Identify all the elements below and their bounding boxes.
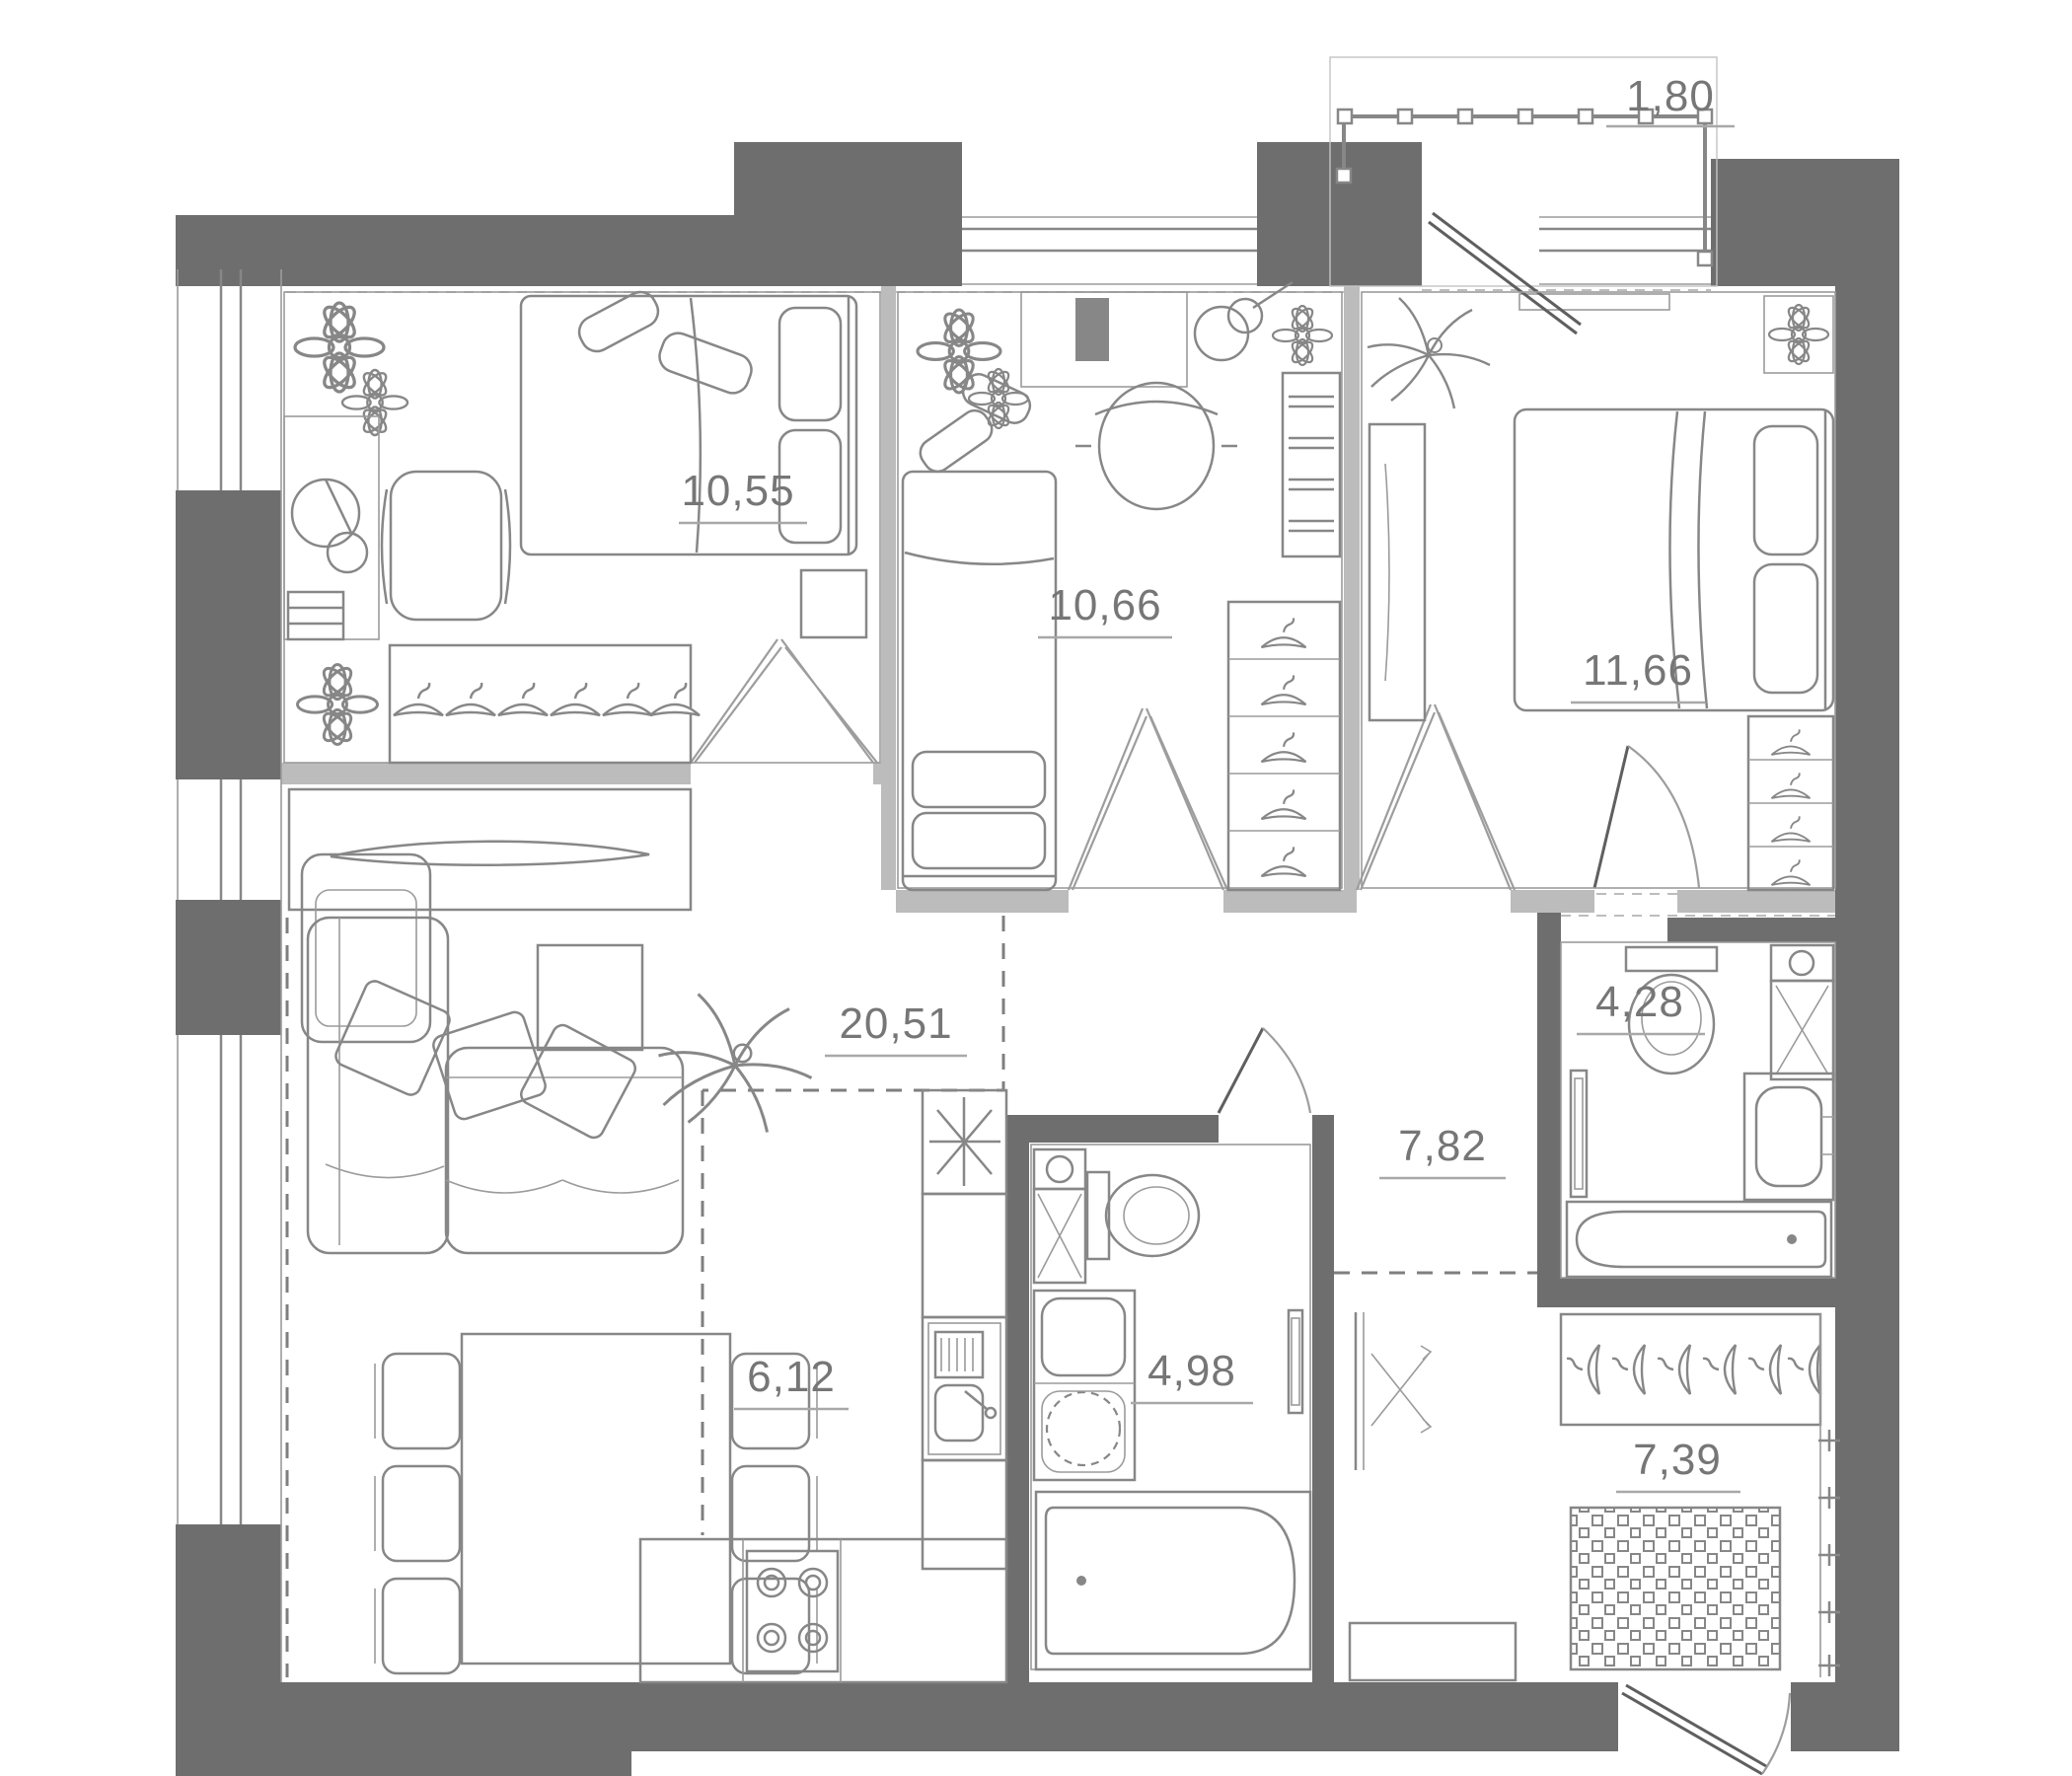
wardrobe-icon xyxy=(1226,600,1342,892)
door-icon xyxy=(690,638,878,764)
doors xyxy=(690,211,1792,1776)
dining-table-icon xyxy=(374,1332,818,1675)
toy-car-icon xyxy=(577,290,753,395)
room-kitchen: 6,12 xyxy=(638,1088,1008,1684)
room-bedroom-2: 10,66 xyxy=(897,280,1343,892)
window-icon xyxy=(177,1035,243,1524)
flower-icon xyxy=(1271,304,1334,367)
interior-door-icon xyxy=(1354,1312,1433,1470)
coat-rack-icon xyxy=(1559,1312,1822,1427)
closet-icon xyxy=(1368,422,1427,722)
washing-machine-icon xyxy=(1769,943,1835,1081)
bathtub-icon xyxy=(1565,1200,1833,1279)
room-area-label: 6,12 xyxy=(747,1353,836,1401)
tv-cabinet-icon xyxy=(287,787,693,912)
room-area-label: 11,66 xyxy=(1583,646,1693,695)
room-area-label: 20,51 xyxy=(839,999,952,1048)
room-bedroom-3: 11,66 xyxy=(1361,291,1836,892)
bookshelf-icon xyxy=(1281,371,1342,558)
rug-icon xyxy=(1569,1506,1782,1671)
stove-icon xyxy=(745,1549,840,1673)
toilet-icon xyxy=(1085,1170,1201,1261)
shoe-rack-icon xyxy=(1818,1314,1840,1677)
desk-lamp-icon xyxy=(290,478,369,574)
nightstand-icon xyxy=(799,568,868,639)
room-entrance-hall: 7,39 xyxy=(1348,1312,1840,1682)
washing-machine-icon xyxy=(1032,1147,1087,1285)
bench-icon xyxy=(1348,1621,1517,1682)
room-hallway: 7,82 xyxy=(1379,1122,1506,1180)
armchair-icon xyxy=(300,852,432,1044)
towel-rail-icon xyxy=(1569,1069,1589,1199)
door-icon xyxy=(1217,1027,1312,1114)
flower-icon xyxy=(293,300,409,437)
kitchen-sink-icon xyxy=(921,1315,1008,1462)
plant-icon xyxy=(1366,296,1492,410)
flower-icon xyxy=(296,662,379,747)
room-living: 20,51 xyxy=(300,852,967,1675)
room-area-label: 7,82 xyxy=(1398,1122,1487,1170)
room-area-label: 4,28 xyxy=(1595,978,1684,1026)
door-icon xyxy=(1067,707,1229,891)
sink-icon xyxy=(1032,1289,1137,1482)
sink-icon xyxy=(1742,1072,1835,1202)
partition-walls xyxy=(281,286,1835,913)
room-bathroom-2: 4,28 xyxy=(1560,941,1836,1279)
windows xyxy=(177,216,1711,1682)
flower-icon xyxy=(1763,295,1834,374)
room-area-label: 10,55 xyxy=(681,467,794,515)
fridge-icon xyxy=(921,1088,1008,1196)
office-chair-icon xyxy=(1075,381,1237,511)
door-icon xyxy=(1592,745,1701,889)
door-icon xyxy=(1355,703,1517,891)
toy-car-icon xyxy=(919,373,1032,474)
room-bedroom-1: 10,55 xyxy=(283,290,881,765)
outer-walls xyxy=(176,142,1899,1776)
wardrobe-icon xyxy=(388,643,702,765)
wardrobe-icon xyxy=(1746,714,1835,892)
room-area-label: 10,66 xyxy=(1048,581,1161,629)
towel-rail-icon xyxy=(1287,1308,1304,1415)
window-icon xyxy=(177,779,243,900)
bathtub-icon xyxy=(1034,1490,1312,1671)
balcony: 1,80 xyxy=(1329,56,1735,287)
books-icon xyxy=(286,590,345,641)
toilet-icon xyxy=(1624,945,1719,1075)
side-table-icon xyxy=(536,943,644,1052)
window-icon xyxy=(177,269,243,490)
bed-icon xyxy=(901,470,1058,892)
room-area-label: 1,80 xyxy=(1626,72,1715,120)
sofa-icon xyxy=(306,916,685,1255)
window-icon xyxy=(1518,216,1711,311)
chair-icon xyxy=(380,470,512,622)
guitar-icon xyxy=(1193,280,1294,362)
bed-icon xyxy=(519,294,858,556)
room-area-label: 4,98 xyxy=(1147,1347,1236,1395)
window-icon xyxy=(962,216,1257,285)
balcony-door-icon xyxy=(1422,211,1711,335)
bed-icon xyxy=(1513,407,1835,712)
monitor-icon xyxy=(1075,298,1109,361)
room-area-label: 7,39 xyxy=(1633,1436,1722,1484)
entrance-door-icon xyxy=(1621,1683,1792,1776)
room-bathroom: 4,98 xyxy=(1030,1144,1312,1671)
